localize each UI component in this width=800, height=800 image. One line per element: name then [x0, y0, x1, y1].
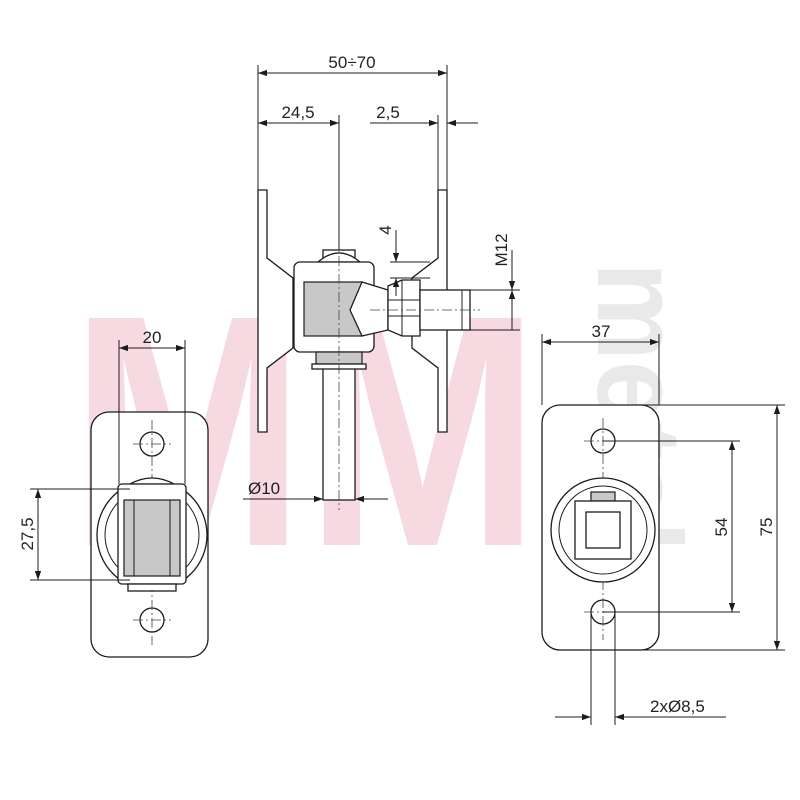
- dim-pin-diameter: Ø10: [248, 479, 280, 498]
- left-mounting-plate: [257, 189, 294, 433]
- dim-height-left: 27,5: [18, 517, 37, 550]
- right-square-inner: [585, 511, 621, 549]
- dim-hole-spacing-left: 20: [143, 328, 162, 347]
- dim-thread: M12: [492, 233, 511, 266]
- side-view: [257, 189, 480, 510]
- ball-joint: [349, 281, 389, 337]
- left-nut: [123, 499, 181, 577]
- dim-holes: 2xØ8,5: [650, 697, 705, 716]
- side-view-dimensions: 50÷70 24,5 2,5 4 M12 Ø10: [243, 53, 520, 503]
- dim-overall-width: 50÷70: [328, 53, 375, 72]
- hex-nut: [387, 279, 421, 337]
- dim-gap: 4: [376, 225, 395, 234]
- dim-hole-spacing: 54: [712, 518, 731, 537]
- dim-plate-thickness: 2,5: [376, 103, 400, 122]
- dim-plate-width: 37: [592, 322, 611, 341]
- left-washer: [127, 583, 177, 592]
- right-top-collar: [590, 491, 616, 502]
- left-front-view: 20 27,5: [18, 328, 209, 658]
- right-front-view: 37 54 75 2xØ8,5: [541, 322, 785, 725]
- dim-plate-height: 75: [757, 518, 776, 537]
- dim-offset: 24,5: [281, 103, 314, 122]
